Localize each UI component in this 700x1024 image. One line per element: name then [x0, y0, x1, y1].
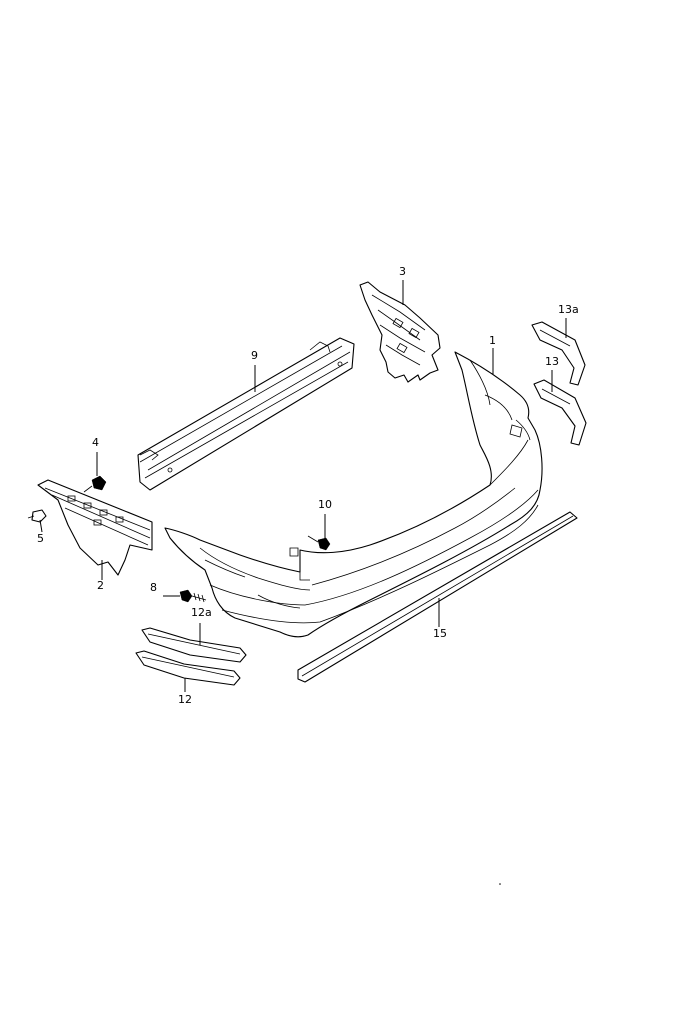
part-5-rivet[interactable] [27, 509, 47, 523]
leader-lines [39, 280, 567, 692]
part-2-bracket[interactable] [37, 479, 153, 576]
callout-3: 3 [399, 265, 406, 278]
callout-13: 13 [545, 355, 559, 368]
callout-5: 5 [37, 532, 44, 545]
part-12a-trim-strip[interactable] [141, 627, 247, 663]
part-4-clip[interactable] [83, 475, 107, 493]
part-8-bolt[interactable] [179, 589, 207, 603]
callout-10: 10 [318, 498, 332, 511]
part-3-side-bracket[interactable] [359, 281, 441, 383]
callout-13a: 13a [558, 303, 579, 316]
callout-9: 9 [251, 349, 258, 362]
part-13a-reflector[interactable] [531, 321, 586, 386]
callout-labels: 1 2 3 4 5 8 9 10 12 12a 13 13a 15 [37, 265, 579, 706]
stray-dot [499, 883, 501, 885]
callout-15: 15 [433, 627, 447, 640]
callout-1: 1 [489, 334, 496, 347]
part-10-screw[interactable] [307, 535, 331, 551]
part-15-strip[interactable] [297, 511, 578, 683]
callout-2: 2 [97, 579, 104, 592]
callout-4: 4 [92, 436, 99, 449]
part-12-trim-strip[interactable] [135, 650, 241, 686]
callout-12a: 12a [191, 606, 212, 619]
part-9-carrier-bar[interactable] [137, 337, 355, 491]
callout-8: 8 [150, 581, 157, 594]
part-1-bumper-cover[interactable] [164, 351, 543, 638]
callout-12: 12 [178, 693, 192, 706]
part-13-reflector[interactable] [533, 379, 587, 446]
